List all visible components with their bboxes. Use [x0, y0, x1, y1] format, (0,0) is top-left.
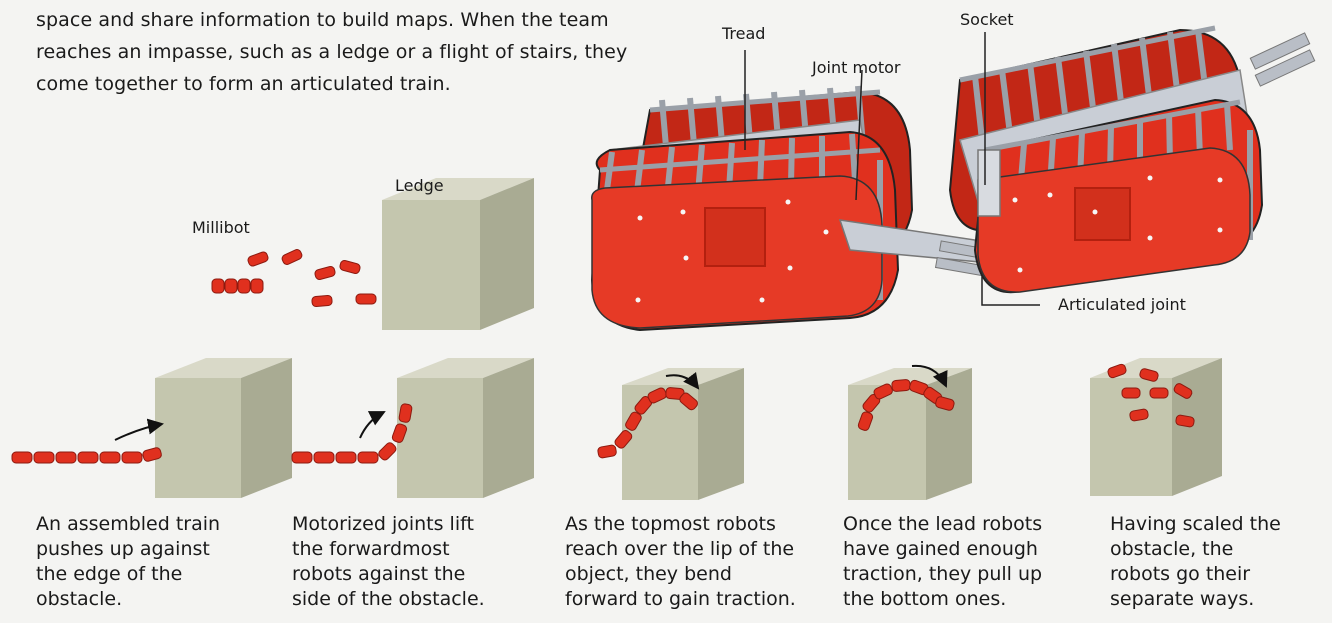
label-joint-motor: Joint motor [812, 58, 900, 77]
label-tread: Tread [722, 24, 765, 43]
label-millibot: Millibot [192, 218, 250, 237]
caption-line: traction, they pull up [843, 562, 1042, 587]
caption-step-2: Motorized joints lift the forwardmost ro… [292, 512, 485, 612]
caption-line: Having scaled the [1110, 512, 1281, 537]
caption-line: the edge of the [36, 562, 220, 587]
caption-line: the forwardmost [292, 537, 485, 562]
millibot-closeup-left [592, 86, 989, 330]
caption-line: robots go their [1110, 562, 1281, 587]
caption-line: reach over the lip of the [565, 537, 796, 562]
caption-step-5: Having scaled the obstacle, the robots g… [1110, 512, 1281, 612]
sequence-panel-4 [848, 366, 972, 500]
caption-line: obstacle, the [1110, 537, 1281, 562]
scattered-millibots [212, 248, 376, 307]
caption-line: the bottom ones. [843, 587, 1042, 612]
caption-line: obstacle. [36, 587, 220, 612]
caption-line: separate ways. [1110, 587, 1281, 612]
caption-line: Motorized joints lift [292, 512, 485, 537]
label-socket: Socket [960, 10, 1014, 29]
caption-line: side of the obstacle. [292, 587, 485, 612]
caption-line: have gained enough [843, 537, 1042, 562]
caption-line: As the topmost robots [565, 512, 796, 537]
caption-step-1: An assembled train pushes up against the… [36, 512, 220, 612]
caption-step-4: Once the lead robots have gained enough … [843, 512, 1042, 612]
ledge-cube [382, 178, 534, 330]
caption-line: An assembled train [36, 512, 220, 537]
caption-line: object, they bend [565, 562, 796, 587]
caption-line: pushes up against [36, 537, 220, 562]
caption-line: forward to gain traction. [565, 587, 796, 612]
caption-step-3: As the topmost robots reach over the lip… [565, 512, 796, 612]
sequence-panel-2 [292, 358, 534, 498]
caption-line: robots against the [292, 562, 485, 587]
sequence-panel-5 [1090, 358, 1222, 496]
caption-line: Once the lead robots [843, 512, 1042, 537]
label-articulated-joint: Articulated joint [1058, 295, 1186, 314]
label-ledge: Ledge [395, 176, 444, 195]
sequence-panel-3 [597, 368, 744, 500]
sequence-panel-1 [12, 358, 292, 498]
millibot-closeup-right [950, 28, 1315, 292]
